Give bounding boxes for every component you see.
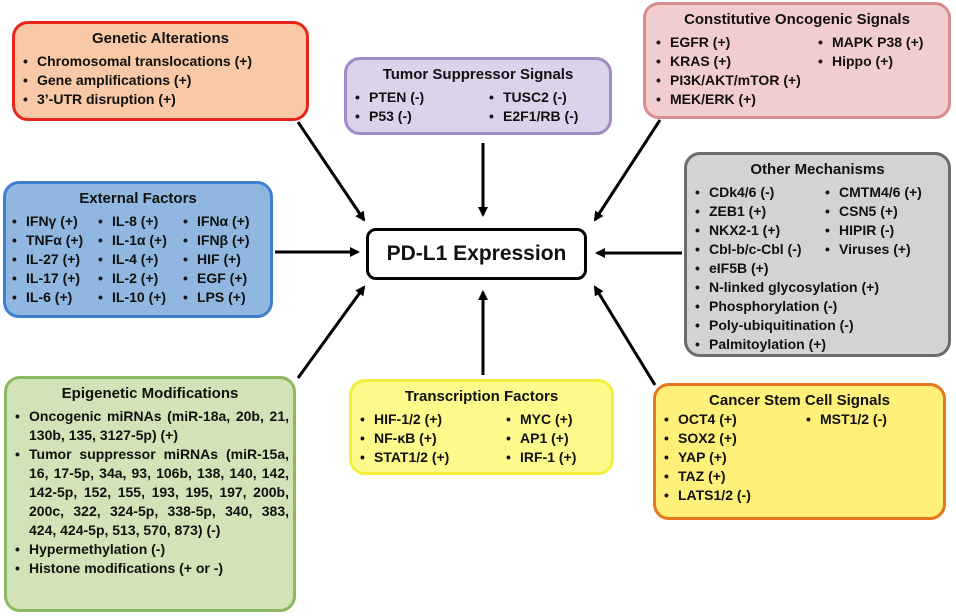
list-item: IL-27 (+) [10, 250, 83, 269]
list-item: MAPK P38 (+) [816, 33, 923, 52]
cancer-stem-cell-box: Cancer Stem Cell Signals OCT4 (+)SOX2 (+… [653, 383, 946, 520]
list-item: IL-1α (+) [96, 231, 167, 250]
transcription-factors-title: Transcription Factors [404, 388, 559, 405]
list-item: IL-2 (+) [96, 269, 167, 288]
constitutive-col1: EGFR (+)KRAS (+)PI3K/AKT/mTOR (+)MEK/ERK… [654, 33, 801, 109]
constitutive-col2: MAPK P38 (+)Hippo (+) [816, 33, 923, 71]
arrow-constitutive [593, 119, 662, 222]
list-item: Viruses (+) [823, 240, 922, 259]
other-mechanisms-title: Other Mechanisms [750, 161, 885, 178]
cancer-stem-col1: OCT4 (+)SOX2 (+)YAP (+)TAZ (+)LATS1/2 (-… [662, 410, 751, 505]
list-item: CSN5 (+) [823, 202, 922, 221]
list-item: IL-10 (+) [96, 288, 167, 307]
transcription-factors-box: Transcription Factors HIF-1/2 (+)NF-κB (… [349, 379, 614, 475]
list-item: AP1 (+) [504, 429, 576, 448]
arrow-epigenetic [296, 285, 366, 379]
list-item: IFNα (+) [181, 212, 250, 231]
list-item: Gene amplifications (+) [21, 71, 252, 90]
list-item: Palmitoylation (+) [693, 335, 879, 354]
epigenetic-modifications-box: Epigenetic Modifications Oncogenic miRNA… [4, 376, 296, 612]
list-item: Hypermethylation (-) [13, 540, 289, 559]
list-item: EGFR (+) [654, 33, 801, 52]
constitutive-oncogenic-title: Constitutive Oncogenic Signals [684, 11, 910, 28]
list-item: PTEN (-) [353, 88, 424, 107]
list-item: Phosphorylation (-) [693, 297, 879, 316]
list-item: TNFα (+) [10, 231, 83, 250]
list-item: IRF-1 (+) [504, 448, 576, 467]
list-item: NKX2-1 (+) [693, 221, 802, 240]
list-item: HIF-1/2 (+) [358, 410, 449, 429]
list-item: IL-8 (+) [96, 212, 167, 231]
other-col2: CMTM4/6 (+)CSN5 (+)HIPIR (-)Viruses (+) [823, 183, 922, 259]
list-item: Tumor suppressor miRNAs (miR-15a, 16, 17… [13, 445, 289, 540]
list-item: IFNγ (+) [10, 212, 83, 231]
list-item: TUSC2 (-) [487, 88, 578, 107]
list-item: IL-17 (+) [10, 269, 83, 288]
list-item: E2F1/RB (-) [487, 107, 578, 126]
list-item: 3’-UTR disruption (+) [21, 90, 252, 109]
transcription-col1: HIF-1/2 (+)NF-κB (+)STAT1/2 (+) [358, 410, 449, 467]
list-item: HIF (+) [181, 250, 250, 269]
list-item: TAZ (+) [662, 467, 751, 486]
list-item: NF-κB (+) [358, 429, 449, 448]
other-full: N-linked glycosylation (+)Phosphorylatio… [693, 278, 879, 354]
tumor-suppressor-col1: PTEN (-)P53 (-) [353, 88, 424, 126]
list-item: Histone modifications (+ or -) [13, 559, 289, 578]
tumor-suppressor-col2: TUSC2 (-)E2F1/RB (-) [487, 88, 578, 126]
list-item: CDk4/6 (-) [693, 183, 802, 202]
list-item: IL-4 (+) [96, 250, 167, 269]
external-col2: IL-8 (+)IL-1α (+)IL-4 (+)IL-2 (+)IL-10 (… [96, 212, 167, 307]
external-factors-title: External Factors [79, 190, 197, 207]
pd-l1-expression-node: PD-L1 Expression [366, 228, 587, 280]
arrow-genetic [296, 121, 366, 222]
list-item: YAP (+) [662, 448, 751, 467]
list-item: P53 (-) [353, 107, 424, 126]
other-col1: CDk4/6 (-)ZEB1 (+)NKX2-1 (+)Cbl-b/c-Cbl … [693, 183, 802, 278]
list-item: MYC (+) [504, 410, 576, 429]
epigenetic-modifications-title: Epigenetic Modifications [61, 385, 239, 402]
list-item: Poly-ubiquitination (-) [693, 316, 879, 335]
genetic-alterations-box: Genetic Alterations Chromosomal transloc… [12, 21, 309, 121]
list-item: IFNβ (+) [181, 231, 250, 250]
external-factors-box: External Factors IFNγ (+)TNFα (+)IL-27 (… [3, 181, 273, 318]
list-item: LATS1/2 (-) [662, 486, 751, 505]
list-item: MST1/2 (-) [804, 410, 887, 429]
genetic-alterations-list: Chromosomal translocations (+)Gene ampli… [21, 52, 252, 109]
list-item: N-linked glycosylation (+) [693, 278, 879, 297]
list-item: Hippo (+) [816, 52, 923, 71]
external-col3: IFNα (+)IFNβ (+)HIF (+)EGF (+)LPS (+) [181, 212, 250, 307]
tumor-suppressor-title: Tumor Suppressor Signals [382, 66, 574, 83]
transcription-col2: MYC (+)AP1 (+)IRF-1 (+) [504, 410, 576, 467]
list-item: eIF5B (+) [693, 259, 802, 278]
genetic-alterations-title: Genetic Alterations [92, 30, 229, 47]
list-item: Oncogenic miRNAs (miR-18a, 20b, 21, 130b… [13, 407, 289, 445]
list-item: Cbl-b/c-Cbl (-) [693, 240, 802, 259]
list-item: HIPIR (-) [823, 221, 922, 240]
external-col1: IFNγ (+)TNFα (+)IL-27 (+)IL-17 (+)IL-6 (… [10, 212, 83, 307]
tumor-suppressor-box: Tumor Suppressor Signals PTEN (-)P53 (-)… [344, 57, 612, 135]
constitutive-oncogenic-box: Constitutive Oncogenic Signals EGFR (+)K… [643, 2, 951, 119]
list-item: PI3K/AKT/mTOR (+) [654, 71, 801, 90]
list-item: MEK/ERK (+) [654, 90, 801, 109]
list-item: Chromosomal translocations (+) [21, 52, 252, 71]
list-item: SOX2 (+) [662, 429, 751, 448]
epigenetic-list: Oncogenic miRNAs (miR-18a, 20b, 21, 130b… [13, 407, 289, 578]
other-mechanisms-box: Other Mechanisms CDk4/6 (-)ZEB1 (+)NKX2-… [684, 152, 951, 357]
list-item: ZEB1 (+) [693, 202, 802, 221]
list-item: KRAS (+) [654, 52, 801, 71]
list-item: LPS (+) [181, 288, 250, 307]
list-item: STAT1/2 (+) [358, 448, 449, 467]
arrow-cancer-stem [593, 285, 657, 386]
list-item: CMTM4/6 (+) [823, 183, 922, 202]
list-item: IL-6 (+) [10, 288, 83, 307]
cancer-stem-cell-title: Cancer Stem Cell Signals [709, 392, 890, 409]
list-item: OCT4 (+) [662, 410, 751, 429]
list-item: EGF (+) [181, 269, 250, 288]
cancer-stem-col2: MST1/2 (-) [804, 410, 887, 429]
